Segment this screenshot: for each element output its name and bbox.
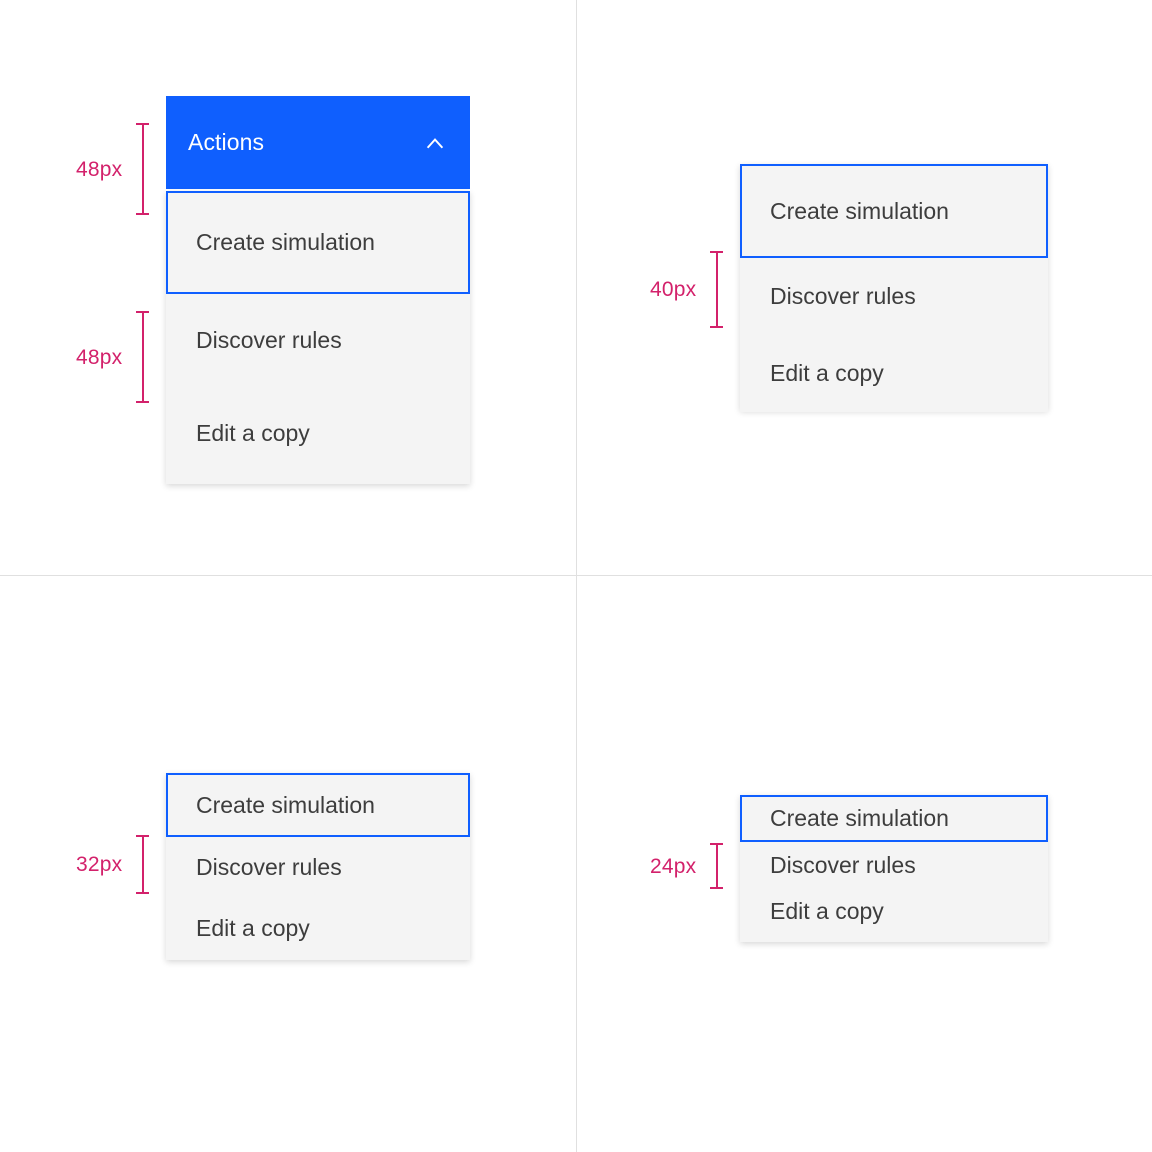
menu-item-label: Edit a copy [770, 897, 884, 924]
actions-trigger-label: Actions [188, 129, 265, 155]
quadrant-divider-horizontal-left [0, 575, 576, 576]
menu-item-create-simulation[interactable]: Create simulation [740, 795, 1048, 842]
menu-item-label: Edit a copy [770, 360, 884, 386]
menu-item-edit-a-copy[interactable]: Edit a copy [166, 387, 470, 480]
measurement-label: 48px [76, 345, 123, 369]
measurement-annotation-48-trigger: 48px [76, 123, 150, 215]
menu-item-create-simulation[interactable]: Create simulation [740, 164, 1048, 258]
measurement-annotation-32-item: 32px [76, 835, 150, 894]
menu-item-label: Edit a copy [196, 420, 310, 446]
quadrant-divider-horizontal-right [576, 575, 1152, 576]
menu-item-label: Discover rules [770, 283, 916, 309]
menu-item-label: Discover rules [196, 327, 342, 353]
measurement-label: 24px [650, 854, 697, 878]
measurement-bracket [136, 311, 150, 403]
menu-item-edit-a-copy[interactable]: Edit a copy [740, 335, 1048, 412]
menu-item-label: Edit a copy [196, 915, 310, 941]
overflow-menu-48[interactable]: Create simulation Discover rules Edit a … [166, 191, 470, 484]
overflow-menu-24[interactable]: Create simulation Discover rules Edit a … [740, 795, 1048, 942]
measurement-bracket [710, 843, 724, 889]
overflow-menu-40[interactable]: Create simulation Discover rules Edit a … [740, 164, 1048, 412]
measurement-label: 48px [76, 157, 123, 181]
menu-item-edit-a-copy[interactable]: Edit a copy [166, 898, 470, 959]
menu-item-discover-rules[interactable]: Discover rules [740, 842, 1048, 888]
overflow-menu-32[interactable]: Create simulation Discover rules Edit a … [166, 773, 470, 960]
menu-item-create-simulation[interactable]: Create simulation [166, 191, 470, 294]
measurement-bracket [136, 123, 150, 215]
menu-item-discover-rules[interactable]: Discover rules [740, 258, 1048, 335]
measurement-bracket [136, 835, 150, 894]
quadrant-divider-vertical [576, 0, 577, 1152]
actions-dropdown-trigger[interactable]: Actions [166, 96, 470, 189]
measurement-bracket [710, 251, 724, 328]
menu-item-label: Create simulation [770, 805, 949, 831]
menu-item-edit-a-copy[interactable]: Edit a copy [740, 888, 1048, 934]
measurement-label: 32px [76, 853, 123, 876]
measurement-annotation-40-item: 40px [650, 251, 724, 328]
menu-item-label: Create simulation [196, 791, 375, 818]
chevron-up-icon [422, 130, 448, 156]
menu-item-label: Create simulation [770, 197, 949, 224]
menu-item-discover-rules[interactable]: Discover rules [166, 837, 470, 898]
menu-item-label: Create simulation [196, 229, 375, 255]
menu-item-discover-rules[interactable]: Discover rules [166, 294, 470, 387]
measurement-label: 40px [650, 278, 697, 301]
menu-item-label: Discover rules [196, 854, 342, 880]
menu-item-label: Discover rules [770, 851, 916, 878]
measurement-annotation-24-item: 24px [650, 843, 724, 889]
menu-item-create-simulation[interactable]: Create simulation [166, 773, 470, 837]
measurement-annotation-48-item: 48px [76, 311, 150, 403]
